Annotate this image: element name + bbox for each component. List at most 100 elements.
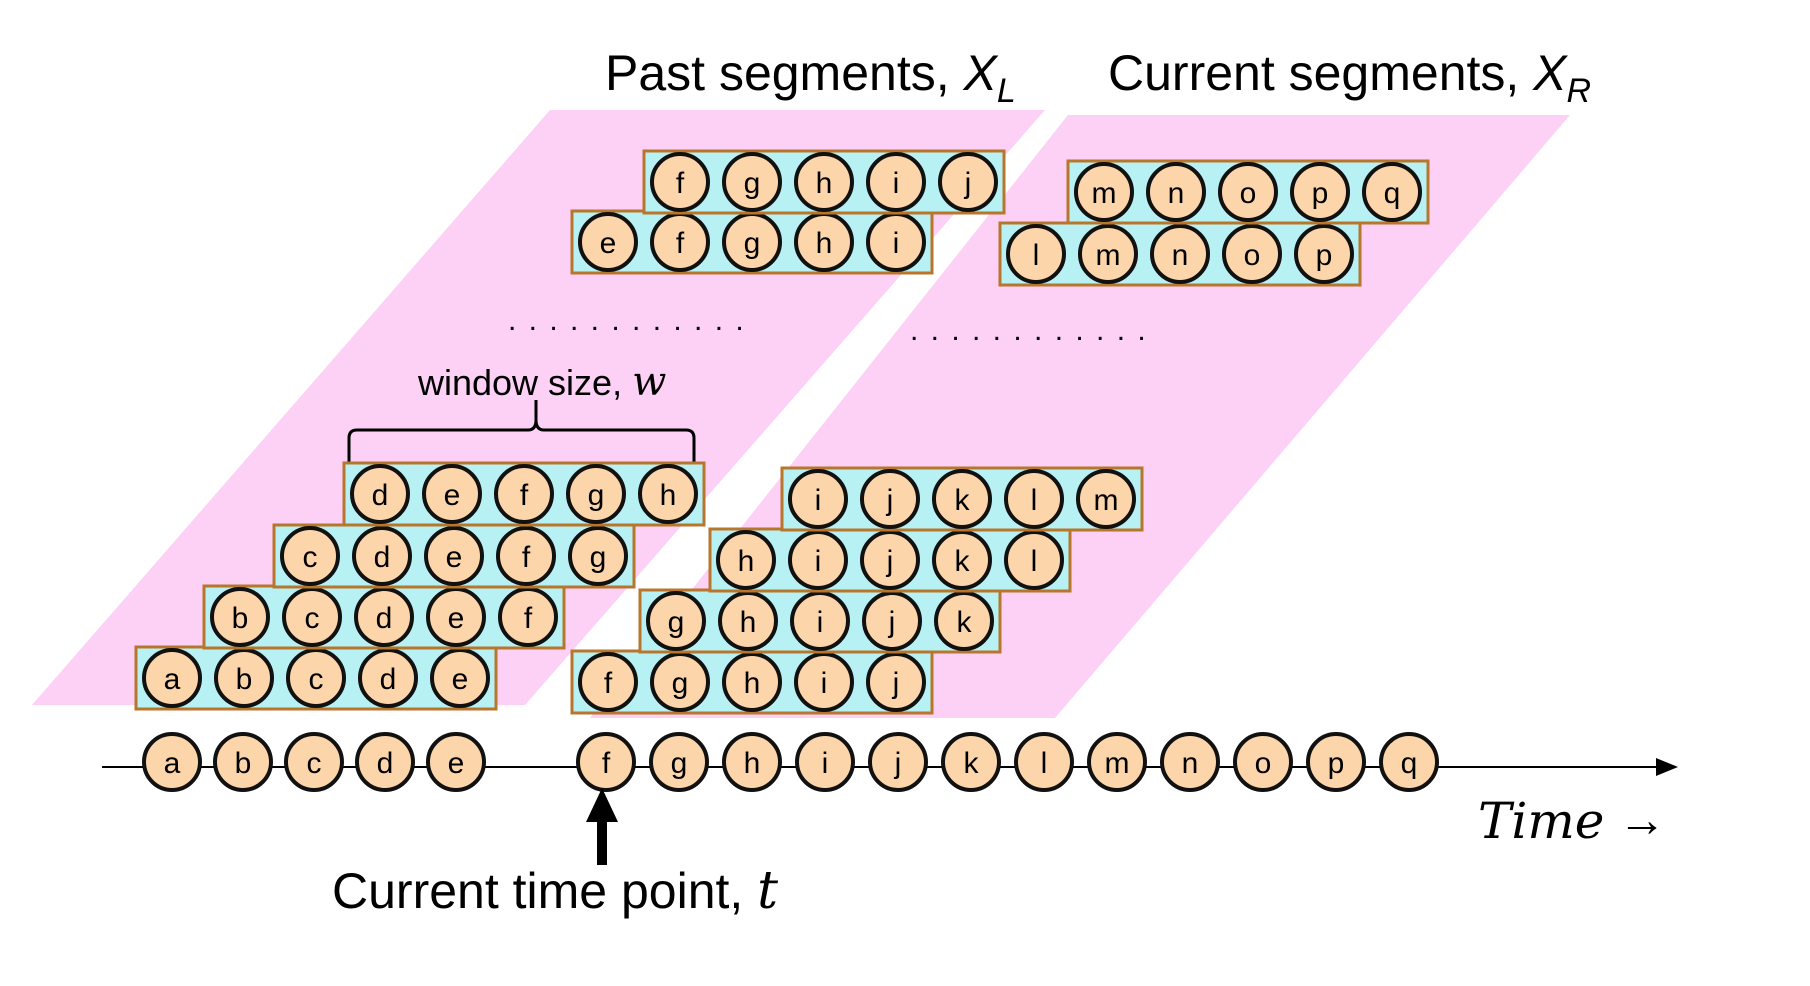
current-time-label: Current time point, t xyxy=(332,861,778,921)
segment-letter-circle: h xyxy=(794,152,854,212)
segment-letter-circle: h xyxy=(718,591,778,651)
segment-letter-circle: e xyxy=(578,212,638,272)
segment-letter-circle: j xyxy=(866,652,926,712)
svg-text:d: d xyxy=(374,541,391,574)
svg-text:m: m xyxy=(1096,239,1121,272)
svg-text:a: a xyxy=(164,663,181,696)
segment-letter-circle: k xyxy=(932,530,992,590)
timeline-point: m xyxy=(1087,732,1147,792)
svg-text:k: k xyxy=(955,484,971,517)
segment-letter-circle: a xyxy=(142,648,202,708)
segment-letter-circle: j xyxy=(860,530,920,590)
segment-letter-circle: i xyxy=(866,152,926,212)
svg-text:h: h xyxy=(816,227,833,260)
segment-letter-circle: l xyxy=(1004,530,1064,590)
svg-text:i: i xyxy=(815,484,822,517)
svg-text:g: g xyxy=(672,667,689,700)
segment-letter-circle: m xyxy=(1074,162,1134,222)
segment-letter-circle: i xyxy=(794,652,854,712)
svg-text:n: n xyxy=(1182,747,1199,780)
segment-letter-circle: f xyxy=(494,464,554,524)
segment-letter-circle: g xyxy=(566,464,626,524)
segment-letter-circle: l xyxy=(1006,224,1066,284)
timeline-point: k xyxy=(941,732,1001,792)
svg-text:b: b xyxy=(236,663,253,696)
svg-text:e: e xyxy=(448,602,465,635)
svg-text:g: g xyxy=(744,227,761,260)
svg-text:b: b xyxy=(232,602,249,635)
past-segments-title: Past segments, XL xyxy=(605,45,1016,110)
svg-text:h: h xyxy=(740,606,757,639)
svg-text:c: c xyxy=(307,747,322,780)
segment-letter-circle: p xyxy=(1294,224,1354,284)
segment-letter-circle: g xyxy=(646,591,706,651)
svg-text:d: d xyxy=(376,602,393,635)
segment-letter-circle: d xyxy=(358,648,418,708)
segment-letter-circle: e xyxy=(426,587,486,647)
segment-letter-circle: j xyxy=(862,591,922,651)
segment-letter-circle: m xyxy=(1078,224,1138,284)
segment-letter-circle: g xyxy=(568,526,628,586)
svg-text:o: o xyxy=(1244,239,1261,272)
svg-text:k: k xyxy=(964,747,980,780)
segment-letter-circle: f xyxy=(578,652,638,712)
segment-letter-circle: h xyxy=(722,652,782,712)
past-segment: a b c d e xyxy=(134,645,498,711)
svg-text:f: f xyxy=(522,541,531,574)
segment-letter-circle: f xyxy=(650,152,710,212)
svg-text:q: q xyxy=(1384,177,1401,210)
segment-letter-circle: h xyxy=(794,212,854,272)
segment-letter-circle: f xyxy=(650,212,710,272)
segment-letter-circle: o xyxy=(1222,224,1282,284)
segment-letter-circle: k xyxy=(932,469,992,529)
svg-text:e: e xyxy=(452,663,469,696)
segment-letter-circle: n xyxy=(1150,224,1210,284)
timeline-point: q xyxy=(1379,732,1439,792)
svg-text:i: i xyxy=(817,606,824,639)
svg-text:f: f xyxy=(524,602,533,635)
time-arrow-icon: → xyxy=(1618,794,1666,847)
svg-text:i: i xyxy=(893,167,900,200)
svg-text:d: d xyxy=(377,747,394,780)
segment-letter-circle: i xyxy=(790,591,850,651)
timeline-point: g xyxy=(649,732,709,792)
svg-text:p: p xyxy=(1328,747,1345,780)
svg-text:j: j xyxy=(894,747,902,780)
svg-text:b: b xyxy=(235,747,252,780)
svg-text:h: h xyxy=(738,545,755,578)
svg-text:n: n xyxy=(1172,239,1189,272)
svg-text:i: i xyxy=(821,667,828,700)
svg-text:g: g xyxy=(668,606,685,639)
svg-text:i: i xyxy=(822,747,829,780)
svg-text:c: c xyxy=(309,663,324,696)
svg-text:j: j xyxy=(886,545,894,578)
segment-letter-circle: c xyxy=(286,648,346,708)
segment-letter-circle: g xyxy=(722,152,782,212)
timeline-point: c xyxy=(284,732,344,792)
svg-text:j: j xyxy=(886,484,894,517)
svg-text:g: g xyxy=(671,747,688,780)
segment-letter-circle: h xyxy=(638,464,698,524)
segment-letter-circle: d xyxy=(350,464,410,524)
svg-text:d: d xyxy=(380,663,397,696)
svg-text:f: f xyxy=(676,227,685,260)
segment-letter-circle: j xyxy=(938,152,998,212)
current-ellipsis: . . . . . . . . . . . . xyxy=(910,314,1148,347)
segment-letter-circle: i xyxy=(788,530,848,590)
svg-text:g: g xyxy=(588,479,605,512)
svg-text:h: h xyxy=(744,667,761,700)
svg-text:m: m xyxy=(1094,484,1119,517)
svg-text:f: f xyxy=(520,479,529,512)
svg-text:e: e xyxy=(600,227,617,260)
window-size-brace xyxy=(347,400,696,462)
segment-letter-circle: k xyxy=(934,591,994,651)
time-label: Time xyxy=(1478,792,1604,850)
timeline-point: o xyxy=(1233,732,1293,792)
timeline-point: l xyxy=(1014,732,1074,792)
